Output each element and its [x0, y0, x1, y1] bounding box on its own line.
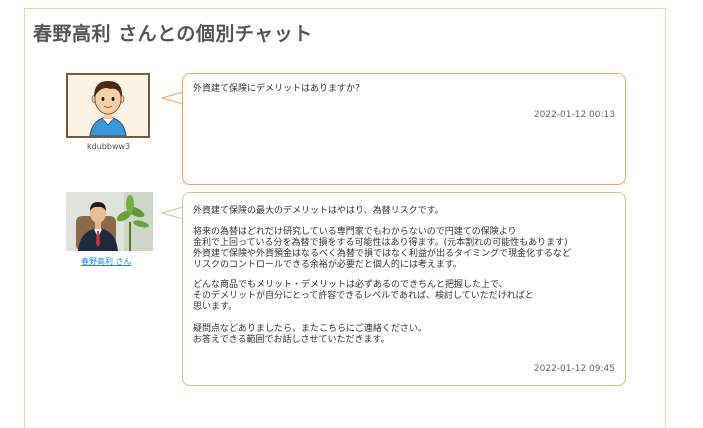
user-name-label: kdubbww3	[87, 142, 131, 151]
message-paragraph: どんな商品でもメリット・デメリットは必ずあるのできちんと把握した上で、 そのデメ…	[193, 280, 534, 312]
page-title: 春野高利 さんとの個別チャット	[33, 23, 313, 45]
message-timestamp: 2022-01-12 00:13	[533, 110, 615, 120]
message-bubble-user: 外資建て保険にデメリットはありますか？ 2022-01-12 00:13	[182, 73, 626, 185]
user-avatar	[66, 73, 150, 138]
advisor-name-link[interactable]: 春野高利 さん	[81, 257, 132, 266]
bubble-tail-icon	[161, 91, 184, 105]
person-avatar-icon	[68, 75, 148, 137]
message-paragraph: 外資建て保険の最大のデメリットはやはり、為替リスクです。	[193, 206, 444, 216]
message-text: 外資建て保険にデメリットはありますか？	[193, 84, 365, 94]
message-paragraph: 将来の為替はどれだけ研究している専門家でもわからないので円建ての保険より 金利で…	[193, 227, 572, 270]
message-bubble-advisor: 外資建て保険の最大のデメリットはやはり、為替リスクです。 将来の為替はどれだけ研…	[182, 192, 626, 386]
message-timestamp: 2022-01-12 09:45	[533, 364, 615, 374]
message-paragraph: 疑問点などありましたら、またこちらにご連絡ください。 お答えできる範囲でお話しさ…	[193, 324, 427, 345]
advisor-avatar[interactable]	[66, 192, 153, 251]
chat-panel: 春野高利 さんとの個別チャット kdubbww3 外	[24, 8, 666, 428]
advisor-photo-icon	[66, 192, 153, 251]
bubble-tail-icon	[161, 206, 184, 220]
